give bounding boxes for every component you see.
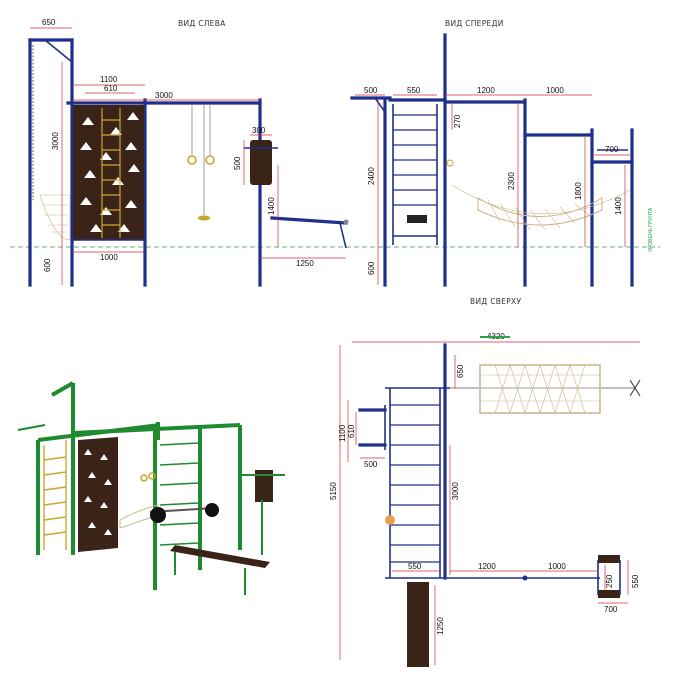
dim-front-600: 600 xyxy=(367,261,376,275)
wall-bars-3d xyxy=(159,442,199,546)
rope-ladder xyxy=(101,108,121,238)
dim-top-610: 610 xyxy=(347,424,356,438)
dim-top-550-right: 550 xyxy=(631,574,640,588)
dim-top-550: 550 xyxy=(408,562,422,571)
left-view-title: ВИД СЛЕВА xyxy=(178,19,226,28)
dim-top-1100: 1100 xyxy=(338,424,347,442)
dim-front-1000: 1000 xyxy=(546,86,564,95)
top-view: 4320 5150 xyxy=(329,332,641,667)
left-view: 650 1100 610 3000 3000 600 1000 500 300 … xyxy=(10,18,660,287)
gymnastic-ring-left xyxy=(187,155,197,165)
dim-front-1400: 1400 xyxy=(614,197,623,215)
dim-500: 500 xyxy=(233,156,242,170)
climbing-holds xyxy=(80,112,140,232)
top-view-title: ВИД СВЕРХУ xyxy=(470,297,521,306)
dim-top-5150: 5150 xyxy=(329,482,338,500)
dim-front-700: 700 xyxy=(605,145,619,154)
wall-bars-rungs xyxy=(393,114,437,206)
dim-front-2300: 2300 xyxy=(507,172,516,190)
bench-3d xyxy=(170,545,270,568)
dim-top-3000: 3000 xyxy=(451,482,460,500)
dim-1250: 1250 xyxy=(296,259,314,268)
ground-level-label: УРОВЕНЬ ГРУНТА xyxy=(648,207,654,252)
dim-3000-horizontal: 3000 xyxy=(155,91,173,100)
climbing-wall-panel xyxy=(73,105,144,240)
dip-bar-3d xyxy=(17,424,46,431)
dim-front-1800: 1800 xyxy=(574,182,583,200)
dim-top-1200: 1200 xyxy=(478,562,496,571)
dim-3000-vertical: 3000 xyxy=(51,132,60,150)
dim-front-1200: 1200 xyxy=(477,86,495,95)
perspective-view xyxy=(17,381,285,595)
bench-board xyxy=(270,216,348,225)
dim-top-1000: 1000 xyxy=(548,562,566,571)
punching-bag xyxy=(250,140,272,185)
dim-600: 600 xyxy=(43,258,52,272)
hammock-front xyxy=(477,197,603,226)
front-view-title: ВИД СПЕРЕДИ xyxy=(445,19,504,28)
bench-top xyxy=(407,582,429,667)
dim-top-500: 500 xyxy=(364,460,378,469)
dim-front-500: 500 xyxy=(364,86,378,95)
gymnastic-ring-right xyxy=(205,155,215,165)
dim-top-700: 700 xyxy=(604,605,618,614)
dim-1000: 1000 xyxy=(100,253,118,262)
dim-front-270: 270 xyxy=(453,114,462,128)
hammock-side xyxy=(39,194,71,241)
dim-650: 650 xyxy=(42,18,56,27)
dim-top-1250: 1250 xyxy=(436,617,445,635)
top-ladder-rungs xyxy=(390,404,440,563)
dim-top-650: 650 xyxy=(456,364,465,378)
punch-pad-3d xyxy=(255,470,273,502)
dim-300: 300 xyxy=(252,126,266,135)
hammock-top xyxy=(479,364,601,414)
disc-swing xyxy=(198,215,210,221)
dim-top-250: 250 xyxy=(605,574,614,588)
front-view: 500 550 1200 1000 700 2400 600 270 2300 … xyxy=(350,33,654,287)
bench-end-view xyxy=(407,215,427,223)
dim-1400: 1400 xyxy=(267,197,276,215)
top-ring-marker xyxy=(385,515,395,525)
dim-1100: 1100 xyxy=(100,75,118,84)
rope-ladder-3d xyxy=(43,440,67,550)
dim-front-2400: 2400 xyxy=(367,167,376,185)
dim-610: 610 xyxy=(104,84,118,93)
dim-front-550: 550 xyxy=(407,86,421,95)
climbing-wall-3d xyxy=(78,437,118,552)
arm-brace xyxy=(44,39,73,63)
